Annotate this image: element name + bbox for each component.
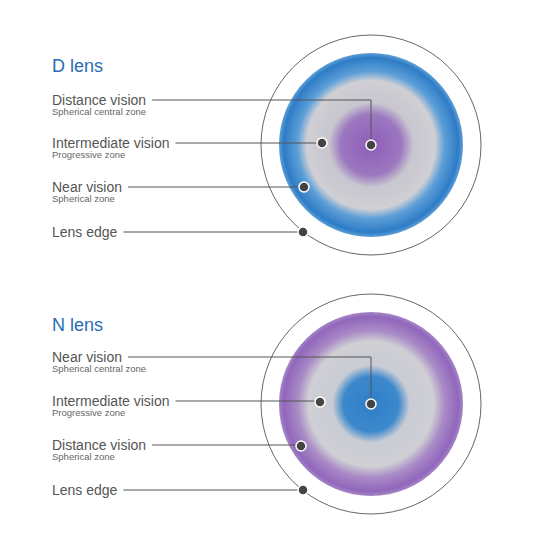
lens-title: N lens <box>52 316 103 334</box>
leader-line <box>123 490 298 491</box>
leader-line <box>371 100 372 140</box>
leader-line <box>371 357 372 399</box>
vision-label: Intermediate vision <box>52 394 170 408</box>
leader-line <box>176 401 315 402</box>
zone-label: Spherical zone <box>52 194 115 204</box>
d-lens-figure <box>261 35 481 255</box>
vision-label: Near vision <box>52 350 122 364</box>
vision-label: Intermediate vision <box>52 136 170 150</box>
leader-line <box>128 357 371 358</box>
edge-label: Lens edge <box>52 483 117 497</box>
lens-title: D lens <box>52 57 103 75</box>
zone-label: Spherical central zone <box>52 364 146 374</box>
zone-label: Spherical central zone <box>52 107 146 117</box>
leader-line <box>176 143 317 144</box>
leader-line <box>123 232 298 233</box>
leader-line <box>152 445 296 446</box>
vision-label: Distance vision <box>52 93 146 107</box>
zone-label: Progressive zone <box>52 408 125 418</box>
vision-label: Distance vision <box>52 438 146 452</box>
zone-label: Progressive zone <box>52 150 125 160</box>
edge-label: Lens edge <box>52 225 117 239</box>
leader-line <box>152 100 371 101</box>
leader-line <box>128 187 299 188</box>
vision-label: Near vision <box>52 180 122 194</box>
n-lens-figure <box>261 294 481 514</box>
zone-label: Spherical zone <box>52 452 115 462</box>
